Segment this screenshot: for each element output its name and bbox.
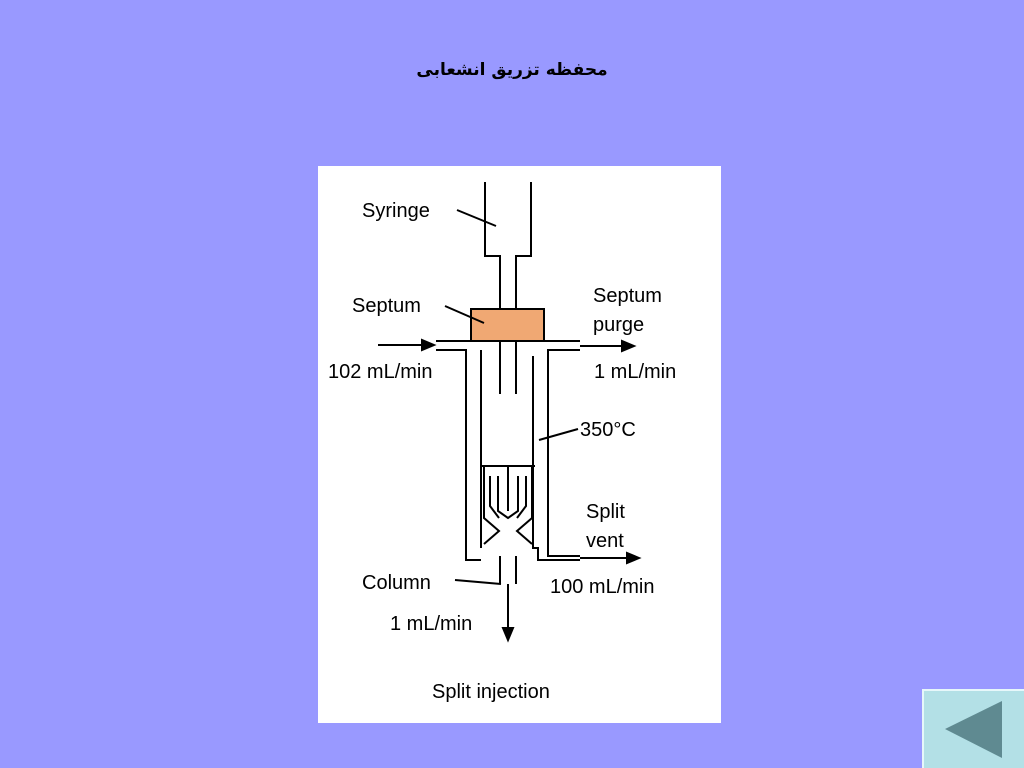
split-vent-label-line2: vent	[586, 530, 624, 552]
split-injector-diagram: Syringe Septum Septum purge 102 mL/min 1…	[328, 182, 676, 703]
split-vent-label-line1: Split	[586, 501, 625, 523]
column-label: Column	[362, 572, 431, 594]
septum-purge-label-line1: Septum	[593, 285, 662, 307]
syringe-barrel	[484, 182, 532, 308]
glass-liner	[481, 465, 535, 545]
left-triangle-icon	[945, 701, 1002, 758]
septum-purge-tube	[531, 340, 580, 561]
inlet-arrow-head	[421, 338, 437, 352]
septum-purge-label-line2: purge	[593, 314, 644, 336]
needle	[499, 341, 517, 394]
syringe-leader-line	[456, 209, 497, 227]
slide-title: محفظه تزریق انشعابی	[416, 60, 608, 80]
temperature-label: 350°C	[580, 419, 636, 441]
column-arrow-head	[501, 627, 515, 643]
column-flow-label: 1 mL/min	[390, 613, 472, 635]
inlet-flow-label: 102 mL/min	[328, 361, 433, 383]
split-vent-arrow-head	[626, 551, 642, 565]
carrier-gas-inlet-tube	[436, 340, 485, 561]
split-vent-tube	[499, 556, 517, 584]
previous-slide-button[interactable]	[922, 689, 1024, 768]
column-leader-line	[454, 579, 502, 585]
figure-caption: Split injection	[432, 681, 550, 703]
temperature-leader-line	[538, 428, 579, 441]
septum-block	[470, 308, 545, 342]
purge-arrow-head	[621, 339, 637, 353]
split-flow-label: 100 mL/min	[550, 576, 655, 598]
split-injection-figure: Syringe Septum Septum purge 102 mL/min 1…	[318, 166, 721, 723]
septum-leader-line	[444, 305, 485, 324]
septum-label: Septum	[352, 295, 421, 317]
flow-arrows	[378, 338, 642, 643]
purge-flow-label: 1 mL/min	[594, 361, 676, 383]
syringe-label: Syringe	[362, 200, 430, 222]
